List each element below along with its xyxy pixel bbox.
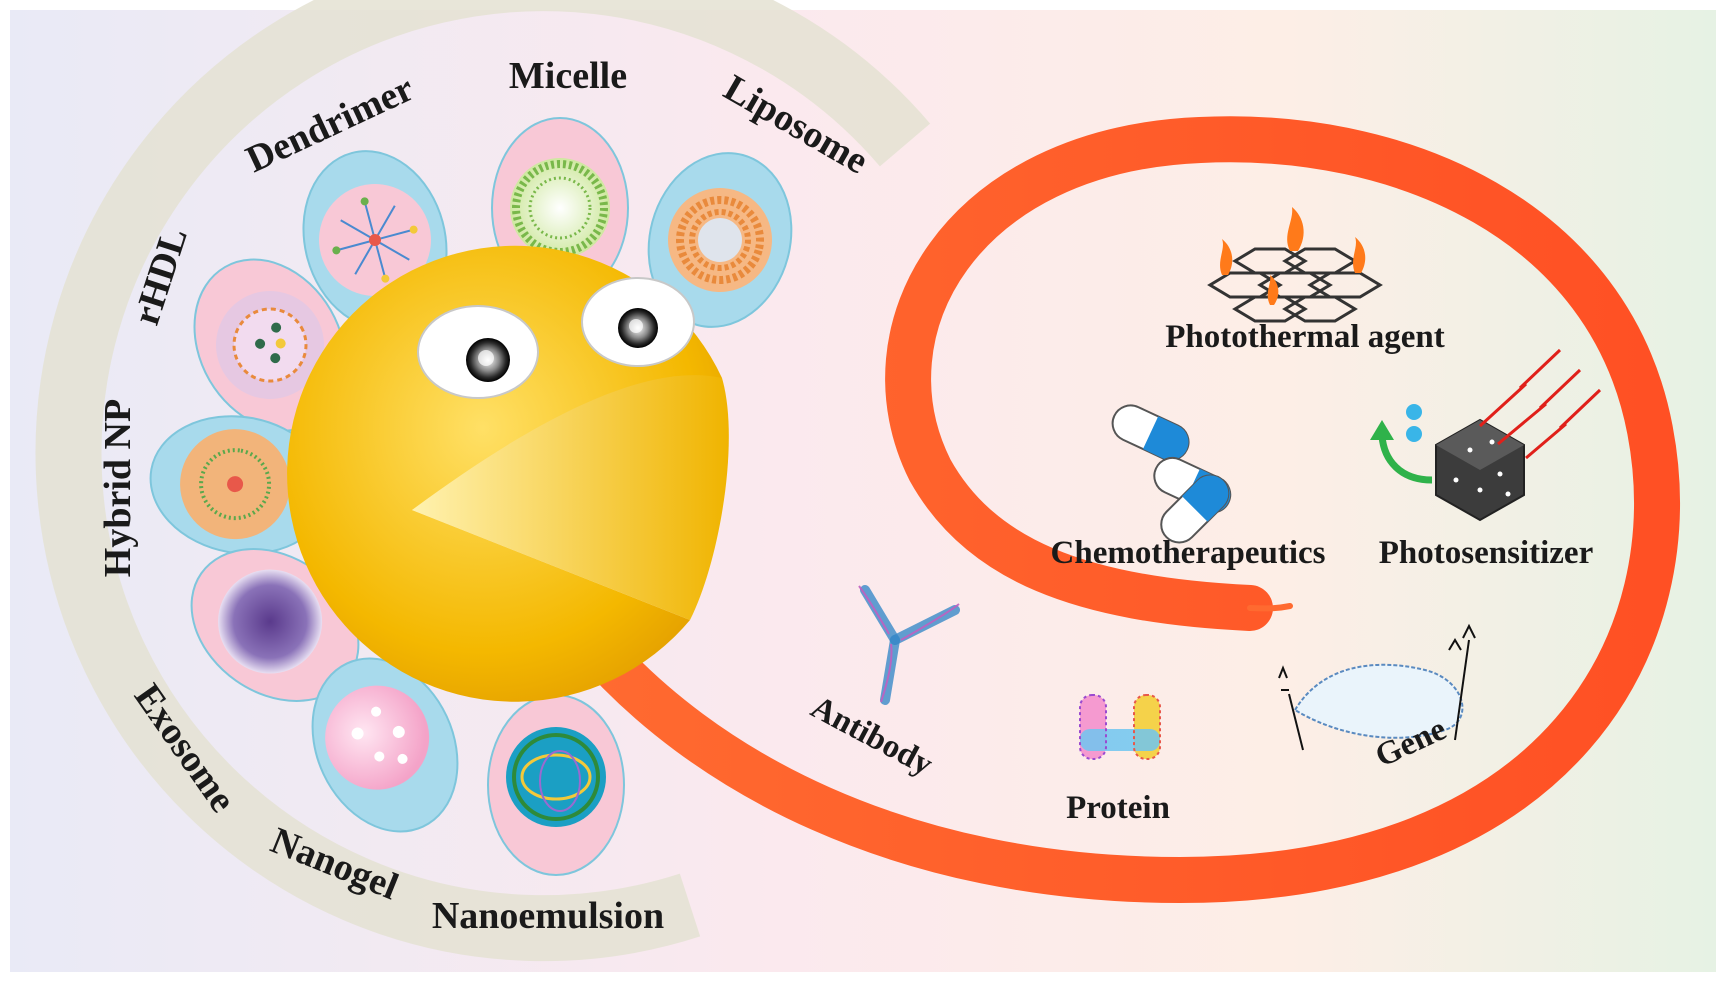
hybrid-np-label: Hybrid NP bbox=[97, 399, 139, 577]
gene-icon bbox=[1278, 623, 1476, 751]
left-eye-icon bbox=[417, 305, 539, 399]
nanogel-icon bbox=[311, 657, 459, 833]
antibody-icon bbox=[858, 585, 960, 705]
chemotherapeutics-label: Chemotherapeutics bbox=[1051, 535, 1326, 571]
hybrid-np-icon bbox=[149, 415, 331, 555]
carrier-label-ring bbox=[35, 0, 931, 962]
photothermal-agent-label: Photothermal agent bbox=[1165, 319, 1445, 355]
pacman-mascot-icon bbox=[287, 245, 729, 702]
liposome-icon bbox=[647, 152, 793, 328]
nanoemulsion-icon bbox=[487, 694, 625, 876]
spiral-track bbox=[567, 116, 1680, 904]
photosensitizer-label: Photosensitizer bbox=[1379, 535, 1593, 571]
exosome-icon bbox=[190, 548, 360, 702]
protein-icon bbox=[1079, 694, 1161, 760]
photothermal-agent-icon bbox=[1207, 207, 1383, 323]
nanoemulsion-label: Nanoemulsion bbox=[432, 895, 664, 937]
right-eye-icon bbox=[581, 277, 695, 367]
capsule-icon bbox=[1111, 404, 1232, 544]
photosensitizer-icon bbox=[1370, 348, 1602, 522]
protein-label: Protein bbox=[1066, 790, 1170, 826]
micelle-label: Micelle bbox=[509, 55, 627, 97]
